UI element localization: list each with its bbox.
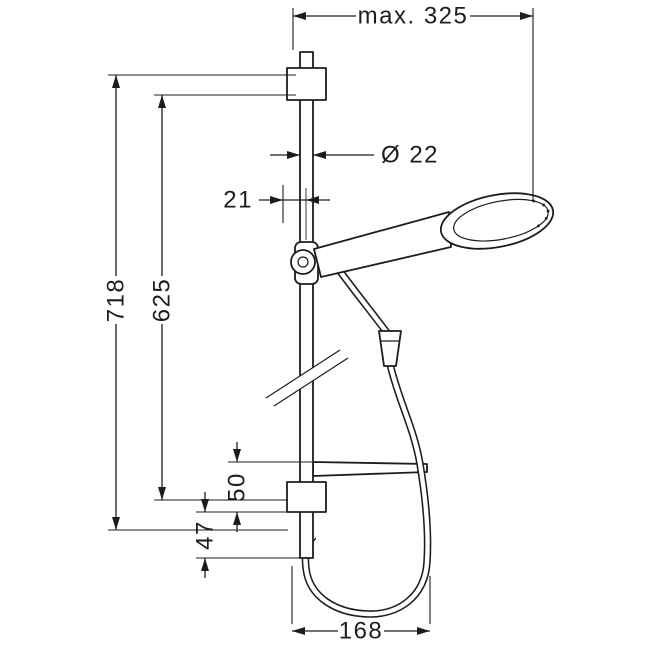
dimension-label-center-offset: 21 — [223, 187, 253, 214]
shower-hose — [301, 260, 432, 618]
bottom-bracket — [286, 481, 327, 513]
dim-hose-loop-depth: 168 — [291, 566, 431, 645]
shower-rail — [299, 51, 314, 559]
hand-shower-head — [439, 192, 555, 250]
dim-bar-length: 625 — [149, 94, 296, 501]
dim-center-offset: 21 — [223, 185, 330, 240]
hose-connector — [378, 330, 402, 367]
dimension-label-overall-height: 718 — [103, 278, 130, 323]
dimension-label-max-width: max. 325 — [358, 3, 469, 30]
dim-max-width: max. 325 — [292, 3, 534, 201]
dim-overall-height: 718 — [103, 74, 296, 531]
dim-bracket-to-end: 47 — [192, 492, 300, 578]
rail-break-mark — [265, 349, 349, 407]
dimension-label-hose-loop-depth: 168 — [339, 618, 384, 645]
dimension-label-bracket-to-end: 47 — [192, 520, 219, 550]
dim-holder-to-bracket: 50 — [196, 442, 312, 532]
hand-shower-handle — [313, 211, 452, 278]
dimension-label-holder-to-bracket: 50 — [224, 472, 251, 502]
holder-knob — [290, 249, 316, 275]
dimension-label-bar-length: 625 — [149, 278, 176, 323]
dim-bar-diameter: Ø 22 — [270, 142, 439, 169]
hand-shower — [290, 192, 555, 278]
holder-arm — [312, 461, 428, 477]
dimension-label-bar-diameter: Ø 22 — [381, 142, 439, 169]
